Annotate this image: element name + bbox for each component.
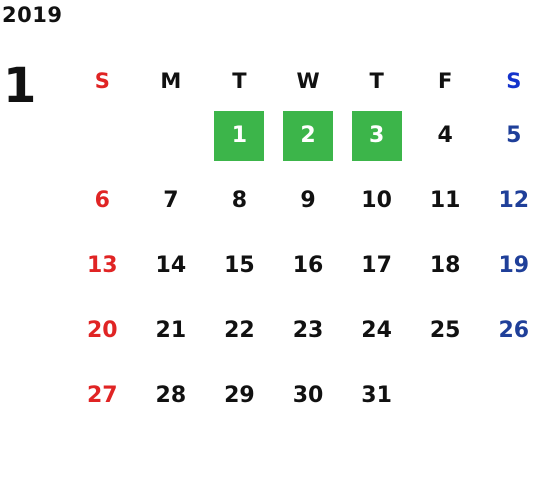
day-cell[interactable]: 29	[224, 383, 255, 408]
day-cell-highlighted[interactable]: 3	[342, 103, 411, 168]
weekday-saturday: S	[506, 68, 522, 93]
month-number: 1	[3, 58, 37, 114]
day-cell[interactable]: 31	[361, 383, 392, 408]
weekday-tuesday: T	[232, 68, 247, 93]
day-cell[interactable]: 23	[292, 318, 324, 343]
day-cell[interactable]: 21	[155, 318, 187, 343]
day-cell-saturday[interactable]: 19	[498, 253, 530, 278]
day-cell[interactable]: 11	[429, 188, 461, 213]
weekday-header: S M T W T F S	[68, 58, 548, 103]
day-cell-saturday[interactable]: 26	[498, 318, 530, 343]
day-cell[interactable]: 25	[429, 318, 461, 343]
day-cell[interactable]: 7	[163, 188, 179, 213]
day-cell-sunday[interactable]: 27	[86, 383, 118, 408]
week-row-3: 13 14 15 16 17 18 19	[68, 233, 548, 298]
day-cell-sunday[interactable]: 20	[86, 318, 118, 343]
calendar-grid: S M T W T F S 1 2 3 4 5 6 7 8 9 10 11 12…	[68, 58, 548, 428]
week-row-5: 27 28 29 30 31	[68, 363, 548, 428]
day-cell[interactable]: 8	[231, 188, 248, 213]
week-row-1: 1 2 3 4 5	[68, 103, 548, 168]
week-row-2: 6 7 8 9 10 11 12	[68, 168, 548, 233]
day-cell-sunday[interactable]: 6	[94, 188, 110, 213]
day-cell-highlighted[interactable]: 1	[205, 103, 274, 168]
weekday-wednesday: W	[296, 68, 320, 93]
day-cell[interactable]: 17	[361, 253, 392, 278]
day-cell[interactable]: 16	[292, 253, 324, 278]
day-cell-sunday[interactable]: 13	[86, 253, 118, 278]
day-cell[interactable]: 24	[361, 318, 392, 343]
year-label: 2019	[2, 3, 63, 27]
week-row-4: 20 21 22 23 24 25 26	[68, 298, 548, 363]
day-cell-saturday[interactable]: 12	[498, 188, 530, 213]
day-cell-highlighted[interactable]: 2	[274, 103, 343, 168]
weekday-monday: M	[160, 68, 182, 93]
weekday-sunday: S	[94, 68, 110, 93]
day-cell[interactable]: 18	[429, 253, 461, 278]
day-cell[interactable]: 9	[300, 188, 316, 213]
day-cell[interactable]: 4	[437, 123, 453, 148]
day-cell[interactable]: 15	[224, 253, 255, 278]
weekday-friday: F	[438, 68, 453, 93]
day-cell[interactable]: 30	[292, 383, 324, 408]
weekday-thursday: T	[369, 68, 384, 93]
day-cell[interactable]: 28	[155, 383, 187, 408]
day-cell[interactable]: 14	[155, 253, 187, 278]
day-cell[interactable]: 22	[224, 318, 255, 343]
day-cell[interactable]: 10	[361, 188, 392, 213]
day-cell-saturday[interactable]: 5	[506, 123, 522, 148]
